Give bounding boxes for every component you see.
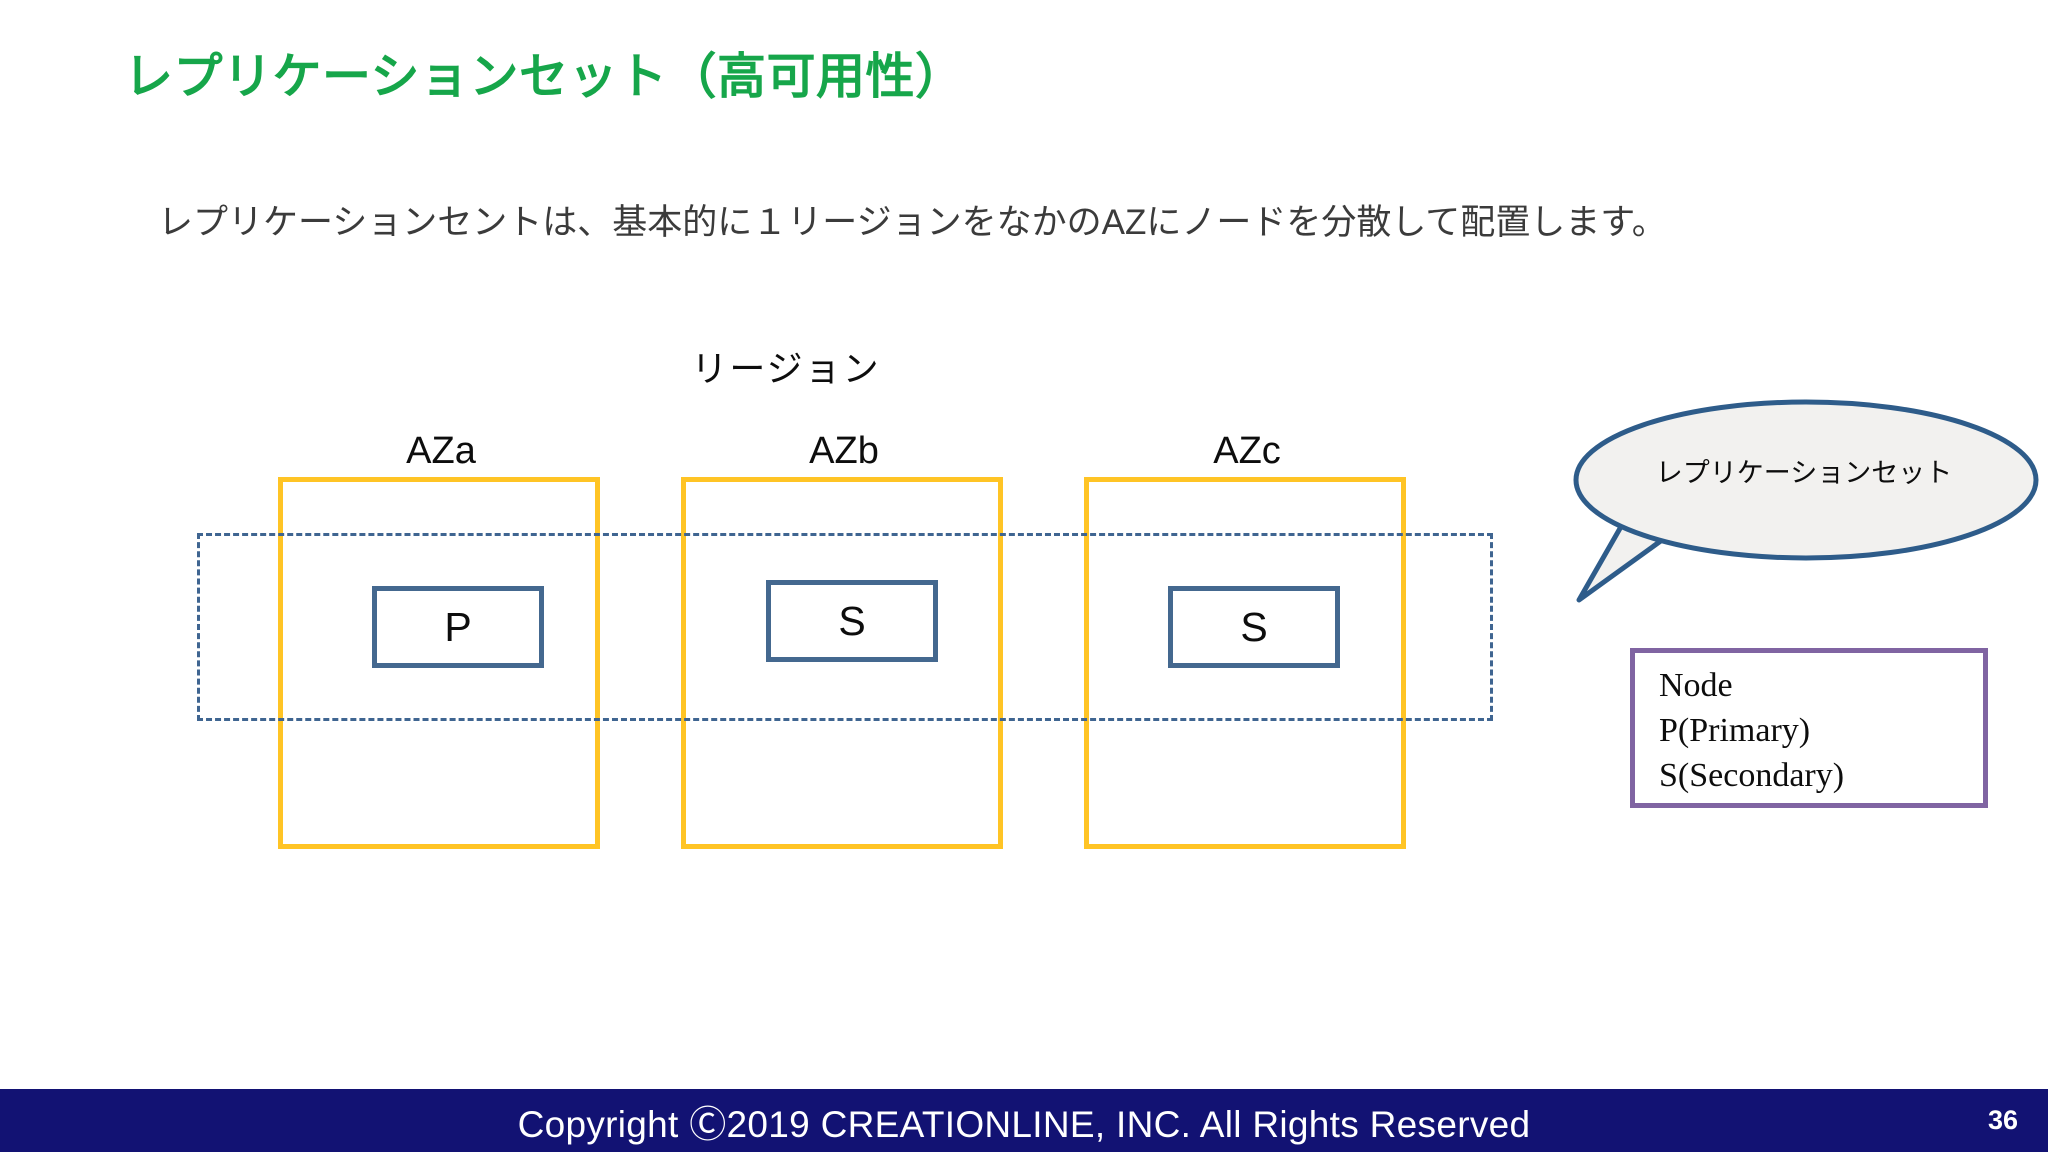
body-paragraph: レプリケーションセントは、基本的に１リージョンをなかのAZにノードを分散して配置… <box>158 203 1667 242</box>
page-title: レプリケーションセット（高可用性） <box>124 50 965 104</box>
legend-box: Node P(Primary) S(Secondary) <box>1630 648 1988 808</box>
az-box-b <box>681 477 1003 849</box>
page-number: 36 <box>1987 1105 2018 1135</box>
az-label-c: AZc <box>1213 430 1281 472</box>
az-label-a: AZa <box>406 430 476 472</box>
callout-bubble: レプリケーションセット <box>1484 385 2044 615</box>
footer-bar: Copyright Ⓒ2019 CREATIONLINE, INC. All R… <box>0 1089 2048 1152</box>
node-box-secondary-b: S <box>766 580 938 662</box>
callout-tail <box>1576 487 1672 603</box>
node-box-secondary-c: S <box>1168 586 1340 668</box>
legend-line-primary: P(Primary) <box>1659 712 1811 750</box>
replication-set-boundary <box>197 533 1493 721</box>
legend-line-node: Node <box>1659 667 1733 704</box>
region-label: リージョン <box>691 348 881 389</box>
legend-line-secondary: S(Secondary) <box>1659 757 1845 795</box>
az-box-a <box>278 477 600 849</box>
callout-label: レプリケーションセット <box>1655 458 1953 488</box>
az-box-c <box>1084 477 1406 849</box>
node-box-primary: P <box>372 586 544 668</box>
footer-copyright: Copyright Ⓒ2019 CREATIONLINE, INC. All R… <box>517 1103 1531 1145</box>
az-label-b: AZb <box>809 430 879 472</box>
